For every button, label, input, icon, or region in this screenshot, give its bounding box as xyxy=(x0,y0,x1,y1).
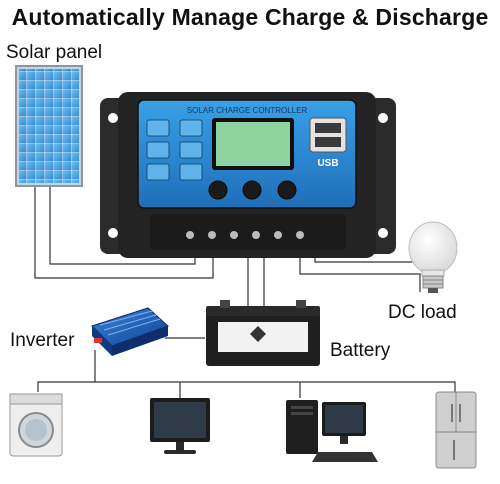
washing-machine-icon xyxy=(9,393,63,457)
bus-left xyxy=(37,381,95,392)
usb-label: USB xyxy=(317,158,338,169)
page-title: Automatically Manage Charge & Discharge xyxy=(11,4,489,30)
battery-icon xyxy=(206,300,320,366)
charge-controller-icon: SOLAR CHARGE CONTROLLER USB xyxy=(100,92,396,258)
refrigerator-icon xyxy=(435,391,477,469)
battery-label: Battery xyxy=(330,340,391,361)
light-bulb-icon xyxy=(408,221,458,293)
inverter-label: Inverter xyxy=(10,330,75,351)
inverter-icon xyxy=(91,307,169,356)
monitor-icon xyxy=(150,398,210,454)
controller-header-text: SOLAR CHARGE CONTROLLER xyxy=(187,106,308,115)
dc-load-label: DC load xyxy=(388,302,457,323)
solar-panel-icon xyxy=(15,65,83,187)
inverter-output-bus xyxy=(94,350,456,392)
solar-panel-label: Solar panel xyxy=(6,42,103,63)
desktop-computer-icon xyxy=(286,400,378,462)
